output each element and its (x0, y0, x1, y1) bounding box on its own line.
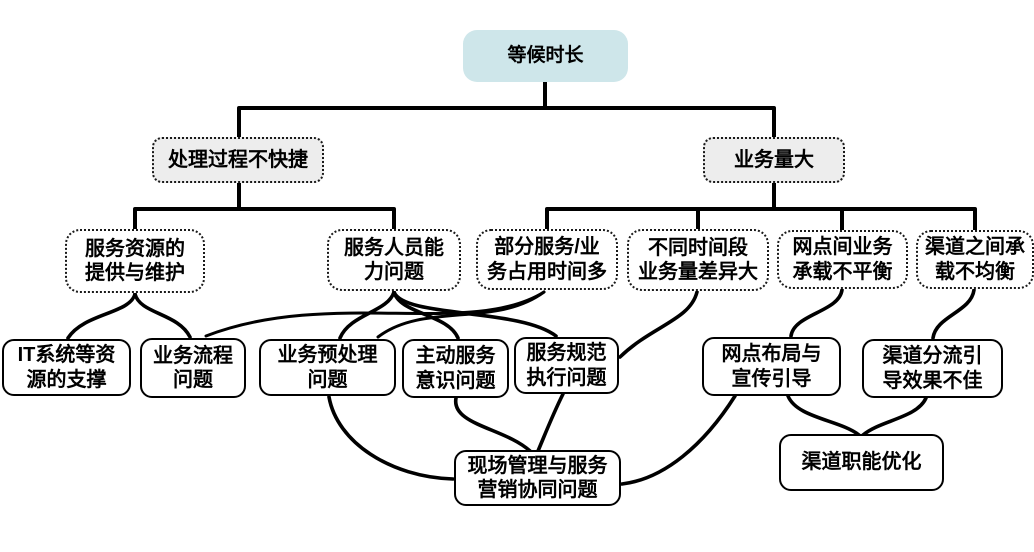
node-onsite-management: 现场管理与服务 营销协同问题 (454, 450, 621, 506)
edge-layout-to-channelfunction (786, 394, 861, 437)
node-wait-time-root: 等候时长 (463, 30, 628, 82)
edge-slowprocess-to-children (133, 181, 396, 231)
node-staff-capability: 服务人员能 力问题 (327, 229, 461, 291)
node-it-support: IT系统等资 源的支撑 (2, 339, 131, 396)
node-channel-imbalance: 渠道之间承 载不均衡 (916, 230, 1034, 289)
edge-branchimbalance-to-layout (789, 288, 844, 338)
node-resource-provision: 服务资源的 提供与维护 (65, 229, 205, 293)
edge-layout-to-onsite (620, 394, 737, 486)
edge-timevariation-to-standard (618, 290, 699, 359)
edge-timeconsuming-to-preprocessing-crosslink (376, 290, 546, 339)
edge-root-to-level2 (237, 80, 776, 139)
node-time-consuming-services: 部分服务/业 务占用时间多 (476, 229, 618, 290)
node-proactive-service-issue: 主动服务 意识问题 (402, 339, 509, 398)
node-high-volume: 业务量大 (703, 137, 845, 183)
node-channel-function-optimization: 渠道职能优化 (779, 434, 944, 491)
edge-standard-to-onsite (536, 392, 565, 453)
node-process-issue: 业务流程 问题 (140, 338, 246, 398)
edge-proactive-to-onsite (454, 396, 532, 453)
node-service-standard-issue: 服务规范 执行问题 (514, 337, 619, 394)
node-time-variation: 不同时间段 业务量差异大 (627, 229, 769, 291)
edge-resource-to-process (133, 292, 192, 339)
node-slow-process: 处理过程不快捷 (152, 137, 324, 183)
node-channel-diversion: 渠道分流引 导效果不佳 (862, 339, 1003, 398)
edge-highvolume-to-children (545, 181, 977, 232)
edge-channelimbalance-to-diversion (931, 288, 976, 340)
edge-resource-to-itsupport (66, 292, 137, 340)
edge-diversion-to-channelfunction (861, 396, 928, 437)
edge-timeconsuming-to-process-crosslink (204, 290, 546, 338)
edge-preprocessing-to-onsite (327, 395, 455, 481)
node-preprocessing-issue: 业务预处理 问题 (259, 339, 396, 396)
node-branch-layout: 网点布局与 宣传引导 (702, 337, 841, 396)
node-branch-imbalance: 网点间业务 承载不平衡 (777, 230, 908, 289)
